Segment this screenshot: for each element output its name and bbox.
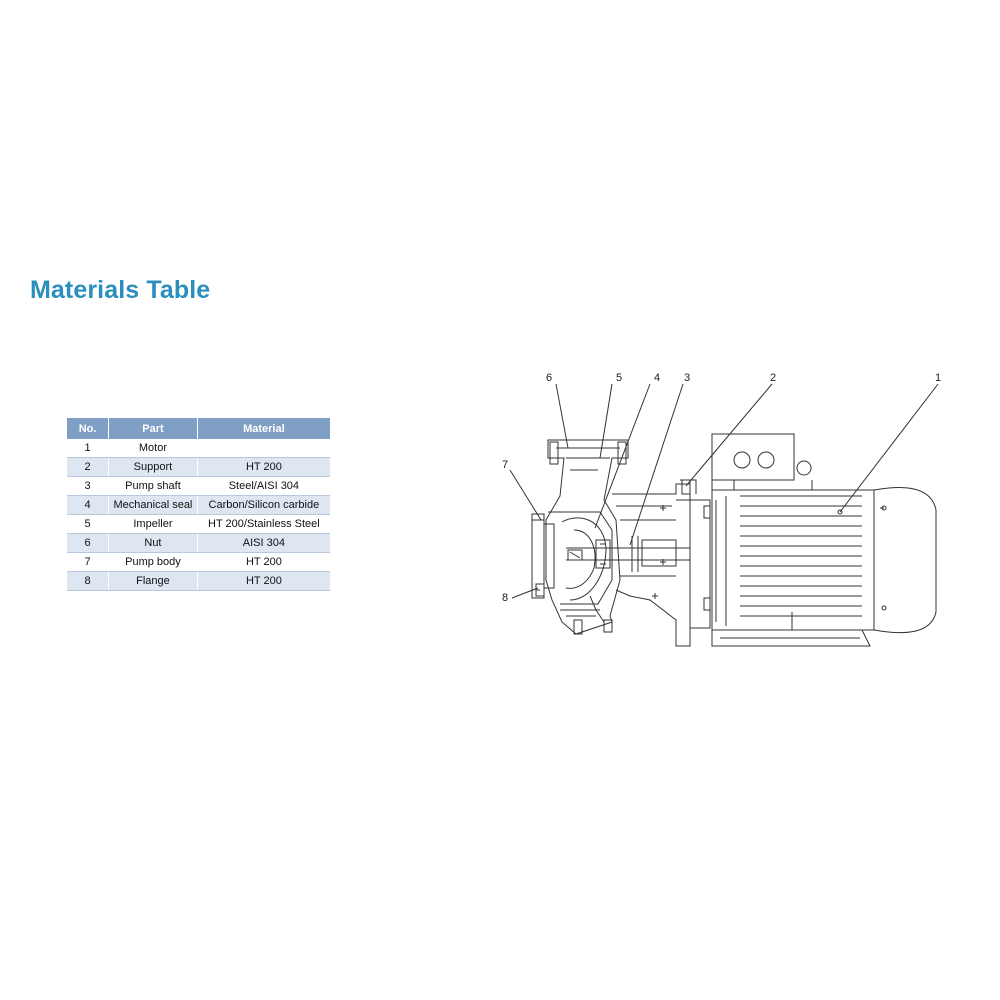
support [612,479,711,647]
table-row: 8 Flange HT 200 [67,571,330,591]
pump-cross-section-diagram: 6 5 4 3 2 1 7 8 [502,372,941,647]
callout-6: 6 [546,372,552,384]
header-no: No. [67,418,110,439]
table-row: 5 Impeller HT 200/Stainless Steel [67,514,330,534]
cell-no: 8 [67,571,110,591]
table-header-row: No. Part Material [67,418,330,439]
leader-line-3 [629,383,684,546]
cell-material: HT 200 [197,552,330,572]
table-row: 7 Pump body HT 200 [67,552,330,572]
table-row: 1 Motor [67,439,330,458]
cell-no: 7 [67,552,110,572]
header-part: Part [108,418,198,439]
cell-part: Support [108,457,198,477]
cell-part: Pump body [108,552,198,572]
cell-part: Motor [108,439,198,458]
cell-no: 1 [67,439,110,458]
callout-3: 3 [684,372,690,384]
motor [711,433,937,647]
table-row: 6 Nut AISI 304 [67,533,330,553]
pump-body [545,439,629,635]
callout-7: 7 [502,459,508,471]
table-row: 4 Mechanical seal Carbon/Silicon carbide [67,495,330,515]
leader-line-1 [839,383,939,513]
cell-no: 2 [67,457,110,477]
leader-line-8 [511,587,539,599]
cell-no: 3 [67,476,110,496]
cell-no: 5 [67,514,110,534]
section-mark [660,505,666,511]
bolts [549,441,711,635]
cell-part: Nut [108,533,198,553]
section-mark [652,593,658,599]
header-material: Material [197,418,330,439]
impeller-nut [567,549,583,561]
section-mark [660,559,666,565]
cell-material: HT 200 [197,571,330,591]
table-row: 2 Support HT 200 [67,457,330,477]
cell-material: AISI 304 [197,533,330,553]
pump-shaft [566,536,690,572]
cell-part: Mechanical seal [108,495,198,515]
flange [531,513,555,599]
cell-material: HT 200 [197,457,330,477]
page-title: Materials Table [30,276,211,304]
cell-part: Pump shaft [108,476,198,496]
cell-material: HT 200/Stainless Steel [197,514,330,534]
materials-table: No. Part Material 1 Motor 2 Support HT 2… [67,418,330,591]
leader-line-4 [594,383,651,529]
callout-5: 5 [616,372,622,384]
mechanical-seal [595,539,611,569]
cell-material: Carbon/Silicon carbide [197,495,330,515]
callout-8: 8 [502,592,508,604]
cell-no: 6 [67,533,110,553]
cell-material [197,439,330,458]
callout-4: 4 [654,372,660,384]
leader-line-2 [685,383,773,487]
callout-1: 1 [935,372,941,384]
table-row: 3 Pump shaft Steel/AISI 304 [67,476,330,496]
leader-line-7 [509,469,542,521]
cell-material: Steel/AISI 304 [197,476,330,496]
leader-line-6 [555,383,569,449]
callout-2: 2 [770,372,776,384]
cell-part: Flange [108,571,198,591]
leader-line-5 [599,383,613,459]
cell-no: 4 [67,495,110,515]
cell-part: Impeller [108,514,198,534]
